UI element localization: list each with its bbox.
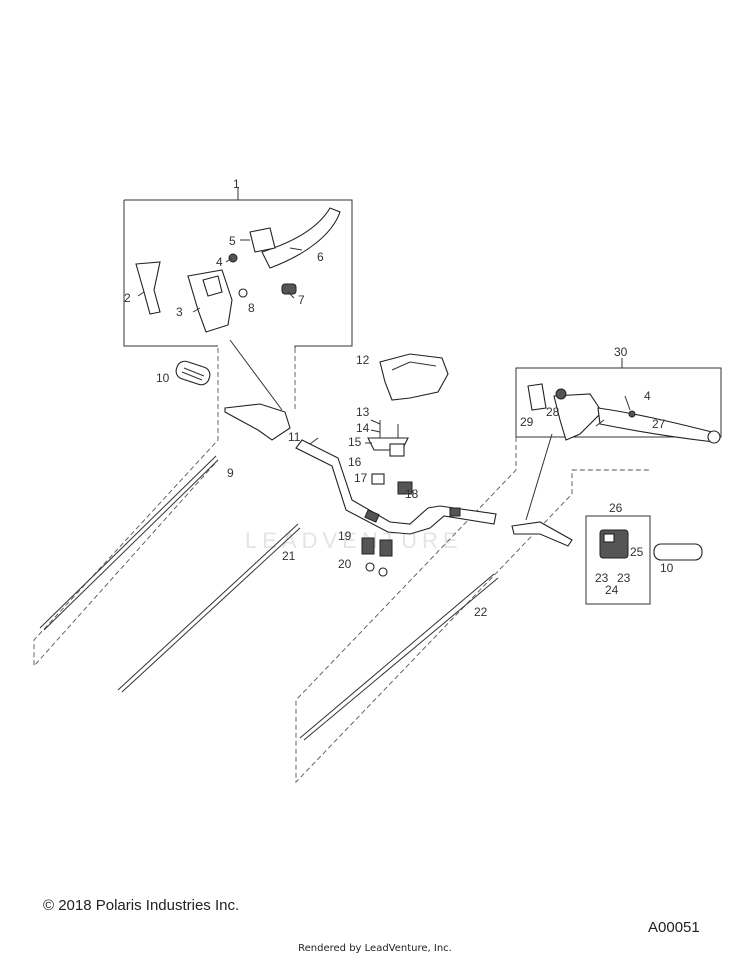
- assembly-26-boundary: [585, 515, 651, 605]
- left-grip: [175, 360, 211, 386]
- clutch-cable-22: [299, 573, 495, 739]
- callout-10-left: 10: [156, 371, 170, 385]
- callout-29: 29: [520, 415, 534, 429]
- callout-20: 20: [338, 557, 352, 571]
- callout-11: 11: [288, 430, 301, 444]
- callout-21: 21: [282, 549, 296, 563]
- callout-5: 5: [229, 234, 236, 248]
- throttle-cable-9: [39, 455, 217, 629]
- callout-16: 16: [348, 455, 362, 469]
- callout-30: 30: [614, 345, 628, 359]
- clutch-cable-end: [511, 521, 573, 547]
- callout-24: 24: [605, 583, 619, 597]
- callout-27: 27: [652, 417, 666, 431]
- lever-clamp: [249, 227, 276, 253]
- callout-3: 3: [176, 305, 183, 319]
- cable-21: [117, 523, 299, 691]
- callout-2: 2: [124, 291, 131, 305]
- riser-right: [379, 539, 393, 557]
- callout-12: 12: [356, 353, 370, 367]
- master-cylinder: [187, 269, 233, 333]
- assembly-30-boundary: [515, 367, 722, 438]
- riser-left: [361, 537, 375, 555]
- callout-17: 17: [354, 471, 368, 485]
- callout-25: 25: [630, 545, 644, 559]
- mirror-bracket: [135, 261, 161, 315]
- callout-19: 19: [338, 529, 352, 543]
- callout-23-right: 23: [617, 571, 631, 585]
- callout-6: 6: [317, 250, 324, 264]
- callout-15: 15: [348, 435, 362, 449]
- callout-22: 22: [474, 605, 488, 619]
- callout-4: 4: [216, 255, 223, 269]
- callout-9: 9: [227, 466, 234, 480]
- callout-28: 28: [546, 405, 560, 419]
- callout-13: 13: [356, 405, 370, 419]
- right-grip: [653, 543, 703, 561]
- callout-1: 1: [233, 177, 240, 191]
- callout-4-right: 4: [644, 389, 651, 403]
- brake-lever: [261, 207, 341, 269]
- callout-18: 18: [405, 487, 419, 501]
- left-cable-boundary: [33, 348, 219, 668]
- clutch-perch: [553, 393, 603, 441]
- clutch-bracket: [527, 383, 547, 411]
- callout-8: 8: [248, 301, 255, 315]
- callout-14: 14: [356, 421, 370, 435]
- rendered-by-credit: Rendered by LeadVenture, Inc.: [298, 943, 452, 954]
- assembly-1-boundary: [123, 199, 353, 348]
- brake-hose-fitting: [224, 403, 291, 441]
- copyright-notice: © 2018 Polaris Industries Inc.: [43, 897, 240, 914]
- callout-10-right: 10: [660, 561, 674, 575]
- handlebar-cover: [379, 353, 449, 401]
- right-cable-boundary: [295, 437, 650, 784]
- callout-26: 26: [609, 501, 623, 515]
- callout-23-left: 23: [595, 571, 609, 585]
- figure-id: A00051: [648, 919, 700, 936]
- callout-7: 7: [298, 293, 305, 307]
